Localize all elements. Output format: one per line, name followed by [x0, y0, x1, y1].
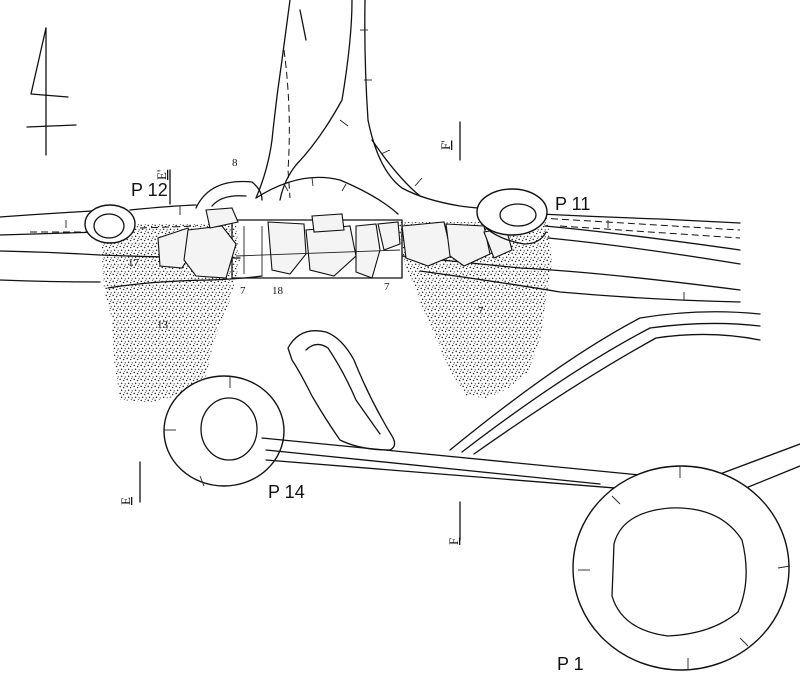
label-section-e-bottom: E — [118, 497, 133, 505]
label-fill-17: 17 — [128, 257, 140, 269]
label-section-f-bottom: F — [446, 538, 461, 545]
label-fill-7-right: 7 — [384, 281, 390, 293]
label-p12: P 12 — [131, 180, 168, 200]
label-fill-7-left: 7 — [240, 285, 246, 297]
posthole-p14 — [163, 375, 285, 487]
north-arrow-icon — [26, 27, 77, 156]
vertical-channel — [255, 0, 481, 209]
posthole-p12 — [84, 204, 136, 244]
hearth-feature — [195, 176, 399, 215]
linear-channels — [261, 311, 800, 493]
label-fill-18: 18 — [272, 285, 284, 297]
wall-lines — [0, 204, 741, 303]
fill-7-area — [398, 222, 552, 398]
posthole-p11 — [476, 188, 548, 245]
label-section-f-top: F' — [438, 140, 453, 150]
label-fill-7-main: 7 — [478, 305, 484, 317]
label-fill-13: 13 — [157, 319, 169, 331]
label-p11: P 11 — [555, 194, 590, 214]
posthole-p1 — [572, 465, 791, 671]
section-markers — [139, 121, 461, 541]
label-p1: P 1 — [557, 654, 584, 674]
stone-structure — [157, 207, 513, 279]
label-fill-8: 8 — [232, 157, 238, 169]
label-p14: P 14 — [268, 482, 305, 502]
label-section-e-top: E' — [154, 170, 169, 180]
